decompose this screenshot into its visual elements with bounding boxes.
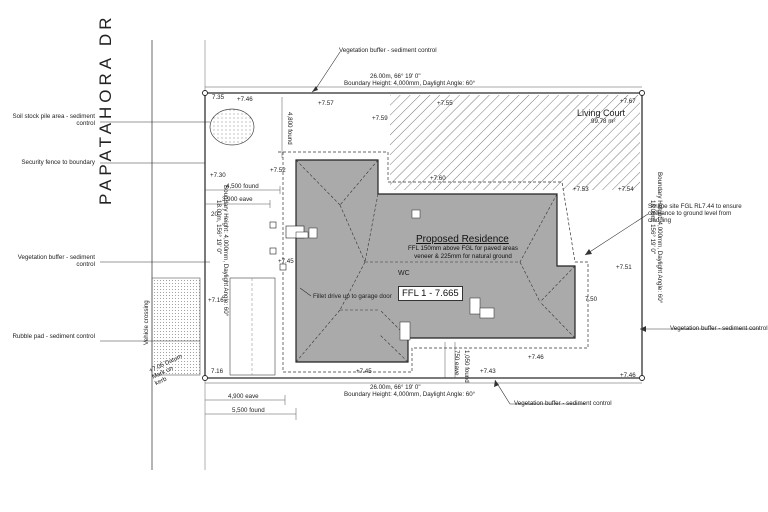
level: +7.59 — [372, 115, 388, 122]
soil-stock-pile — [209, 108, 255, 146]
level: 20 — [211, 211, 218, 218]
level: +7.67 — [620, 98, 636, 105]
dim-4900: 4,900 eave — [228, 393, 259, 400]
wc-label: WC — [398, 270, 410, 277]
level: +7.51 — [616, 264, 632, 271]
boundary-bottom-note: Boundary Height: 4,000mm, Daylight Angle… — [344, 391, 476, 398]
callout-soil: Soil stock pile area - sediment control — [12, 113, 95, 127]
dim-750: 750 eave — [453, 350, 460, 376]
callout-fillet: Fillet drive up to garage door — [313, 293, 392, 300]
dim-3900: 3,900 eave — [222, 196, 253, 203]
level: +7.30 — [210, 172, 226, 179]
level: +7.45 — [278, 258, 294, 265]
level: +7.45 — [356, 368, 372, 375]
ffl-label: FFL 1 - 7.665 — [398, 286, 463, 301]
callout-rubble: Rubble pad - sediment control — [12, 333, 95, 340]
level: +7.55 — [437, 100, 453, 107]
boundary-bottom-dim: 26.00m, 66° 19' 0" — [370, 384, 421, 391]
level: 7.16 — [211, 368, 224, 375]
dim-5500: 5,500 found — [232, 407, 265, 414]
boundary-top-note: Boundary Height: 4,000mm, Daylight Angle… — [344, 80, 476, 87]
level: +7.16 — [208, 297, 224, 304]
callout-veg-bottom: Vegetation buffer - sediment control — [514, 400, 612, 407]
living-court — [390, 95, 640, 190]
level: +7.46 — [528, 354, 544, 361]
level: +7.57 — [318, 100, 334, 107]
level: +7.43 — [480, 368, 496, 375]
callout-veg-top: Vegetation buffer - sediment control — [339, 47, 437, 54]
boundary-right-note: Boundary Height: 4,000mm, Daylight Angle… — [656, 172, 663, 304]
road-name: PAPATAHORA DR — [96, 13, 115, 206]
boundary-left-dim: 18.00m, 156° 19' 0" — [215, 200, 222, 255]
level: +7.54 — [618, 186, 634, 193]
callout-veg-left: Vegetation buffer - sediment control — [17, 254, 95, 268]
residence-note: FFL 150mm above FGL for paved areas vene… — [408, 245, 518, 260]
callout-vehicle: Vehicle crossing — [143, 300, 150, 345]
level: +7.52 — [270, 167, 286, 174]
eave-outline — [278, 151, 589, 373]
residence-footprint — [295, 159, 576, 363]
level: +7.46 — [237, 96, 253, 103]
dim-1050: 1,050 found — [463, 350, 470, 383]
callout-scrape: Scrape site FGL RL7.44 to ensure clearan… — [648, 203, 742, 224]
callout-veg-right: Vegetation buffer - sediment control — [670, 325, 768, 332]
dim-4500: 4,500 found — [226, 183, 259, 190]
level: +7.46 — [620, 372, 636, 379]
dim-4800: 4,800 found — [286, 112, 293, 145]
callout-security: Security fence to boundary — [21, 159, 95, 166]
residence-title: Proposed Residence — [416, 234, 509, 245]
level: +7.60 — [430, 175, 446, 182]
level: 7.35 — [212, 94, 225, 101]
vehicle-crossing — [151, 277, 201, 376]
level: 7.50 — [585, 296, 598, 303]
living-court-label: Living Court 99.78 m² — [577, 108, 626, 125]
property-boundary — [204, 92, 643, 379]
level: +7.53 — [573, 186, 589, 193]
boundary-top-dim: 26.00m, 66° 19' 0" — [370, 73, 421, 80]
